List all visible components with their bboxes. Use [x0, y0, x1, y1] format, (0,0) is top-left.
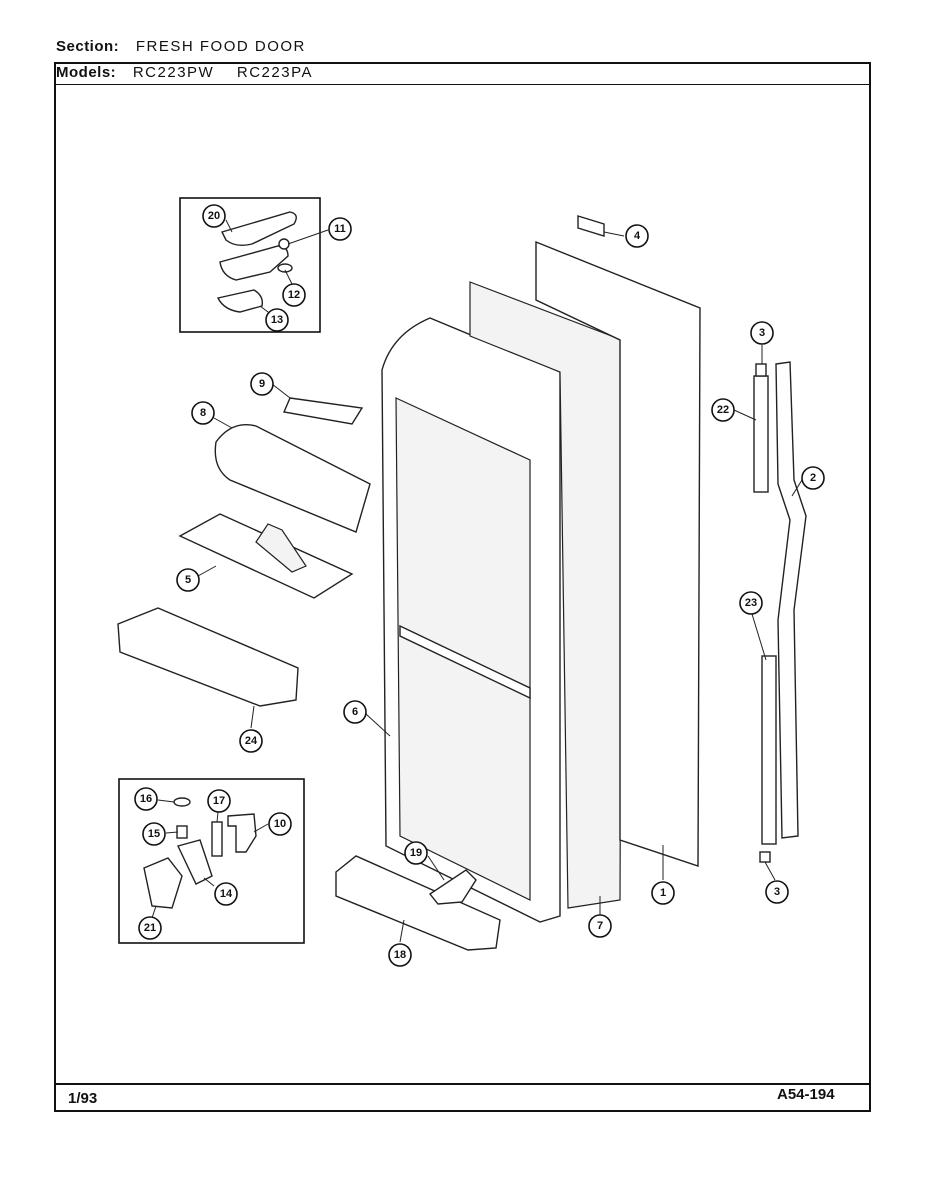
bracket-part-21: [143, 857, 183, 909]
hinge-part: [219, 245, 289, 281]
callout-11: 11: [328, 217, 352, 241]
callout-15: 15: [142, 822, 166, 846]
callout-23: 23: [739, 591, 763, 615]
svg-text:1: 1: [660, 887, 666, 899]
callout-13: 13: [265, 308, 289, 332]
callout-4: 4: [625, 224, 649, 248]
svg-text:7: 7: [597, 920, 603, 932]
door-panel-part: [535, 240, 701, 867]
model-number-2: RC223PA: [236, 64, 313, 81]
callout-10: 10: [268, 812, 292, 836]
svg-text:15: 15: [148, 828, 160, 840]
plate-part-17: [211, 821, 223, 857]
bracket-parts-inset: [118, 778, 305, 944]
upper-trim-part: [753, 375, 769, 493]
lower-end-cap-part: [759, 851, 771, 863]
diagram-frame: [54, 62, 871, 1112]
footer-diagram-code: A54-194: [777, 1086, 835, 1103]
svg-text:24: 24: [245, 735, 258, 747]
footer-separator: [54, 1083, 871, 1085]
svg-text:12: 12: [288, 289, 300, 301]
models-header: Models: RC223PW RC223PA: [56, 64, 331, 81]
callout-3-lower: 3: [765, 880, 789, 904]
model-number-1: RC223PW: [132, 64, 215, 81]
models-label: Models:: [56, 64, 117, 81]
door-bin-part: [117, 607, 299, 707]
svg-text:9: 9: [259, 378, 265, 390]
hinge-parts-inset: [179, 197, 321, 333]
washer-part: [277, 263, 293, 273]
svg-text:19: 19: [410, 847, 422, 859]
callout-8: 8: [191, 401, 215, 425]
svg-text:6: 6: [352, 706, 358, 718]
liner-inner-face: [395, 397, 531, 901]
nameplate-part: [577, 215, 605, 237]
egg-tray-part: [178, 513, 354, 599]
svg-text:3: 3: [774, 886, 780, 898]
callout-17: 17: [207, 789, 231, 813]
callout-12: 12: [282, 283, 306, 307]
callout-16: 16: [134, 787, 158, 811]
svg-text:20: 20: [208, 210, 220, 222]
models-separator: [54, 84, 871, 85]
callout-6: 6: [343, 700, 367, 724]
callout-2: 2: [801, 466, 825, 490]
svg-text:5: 5: [185, 574, 191, 586]
light-shield-part: [283, 397, 364, 425]
callout-9: 9: [250, 372, 274, 396]
dairy-cover-part: [214, 424, 371, 533]
svg-text:17: 17: [213, 795, 225, 807]
section-header: Section: FRESH FOOD DOOR: [56, 38, 324, 55]
svg-text:13: 13: [271, 314, 283, 326]
callout-7: 7: [588, 914, 612, 938]
door-stop-part: [428, 869, 477, 905]
bottom-trim-part: [335, 855, 501, 951]
callout-20: 20: [202, 204, 226, 228]
leader-lines: [151, 219, 803, 943]
hinge-cover-part: [220, 211, 297, 247]
bracket-part-14: [177, 839, 213, 885]
door-handle-part: [775, 361, 807, 839]
callout-19: 19: [404, 841, 428, 865]
callout-24: 24: [239, 729, 263, 753]
callout-5: 5: [176, 568, 200, 592]
bushing-part-16: [173, 797, 191, 807]
svg-text:3: 3: [759, 327, 765, 339]
section-label: Section:: [56, 38, 120, 55]
callout-3-upper: 3: [750, 321, 774, 345]
svg-text:21: 21: [144, 922, 156, 934]
callout-18: 18: [388, 943, 412, 967]
callout-14: 14: [214, 882, 238, 906]
svg-text:14: 14: [220, 888, 233, 900]
section-value: FRESH FOOD DOOR: [135, 38, 306, 55]
egg-tray-handle: [255, 523, 307, 573]
svg-text:4: 4: [634, 230, 641, 242]
callout-22: 22: [711, 398, 735, 422]
svg-text:2: 2: [810, 472, 816, 484]
svg-text:11: 11: [334, 223, 346, 235]
svg-text:18: 18: [394, 949, 406, 961]
spacer-part-15: [176, 825, 188, 839]
lower-trim-part: [761, 655, 777, 845]
svg-text:22: 22: [717, 404, 729, 416]
callout-21: 21: [138, 916, 162, 940]
callout-1: 1: [651, 881, 675, 905]
svg-text:16: 16: [140, 793, 152, 805]
footer-date: 1/93: [68, 1090, 98, 1107]
hinge-shim-part: [216, 289, 264, 313]
svg-text:23: 23: [745, 597, 757, 609]
hinge-pin-part: [278, 238, 290, 250]
svg-text:10: 10: [274, 818, 286, 830]
svg-text:8: 8: [200, 407, 206, 419]
upper-end-cap-part: [755, 363, 767, 377]
liner-shelf-rib: [399, 624, 531, 700]
bracket-part-10: [227, 813, 257, 853]
